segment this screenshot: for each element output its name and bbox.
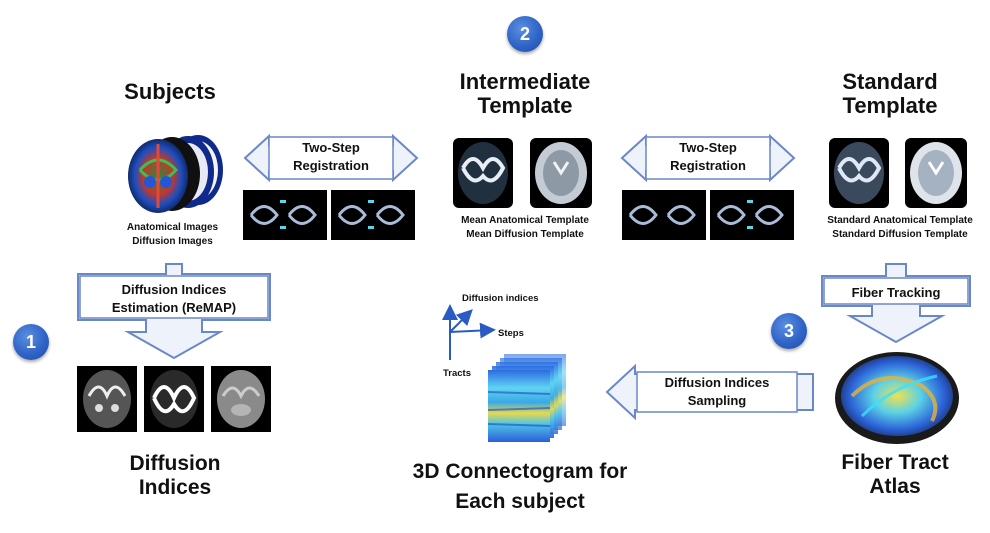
connectogram-axes bbox=[442, 304, 496, 360]
intermediate-caption: Mean Anatomical Template Mean Diffusion … bbox=[440, 214, 610, 242]
output-connectogram: 3D Connectogram for Each subject bbox=[385, 460, 655, 514]
registration-images-right bbox=[622, 190, 794, 240]
sampling-left-arrow bbox=[605, 363, 814, 421]
registration-right-line1: Two-Step bbox=[679, 140, 737, 155]
standard-anatomical-template-image bbox=[829, 138, 889, 208]
output-diffusion-indices-line1: Diffusion bbox=[129, 452, 221, 475]
intermediate-caption-line2: Mean Diffusion Template bbox=[466, 229, 584, 240]
diffusion-index-map-2 bbox=[144, 366, 204, 432]
registration-label-right: Two-Step Registration bbox=[646, 139, 770, 175]
heading-intermediate-template: Intermediate Template bbox=[430, 70, 620, 118]
subjects-caption: Anatomical Images Diffusion Images bbox=[95, 221, 250, 249]
axis-label-diffusion-indices: Diffusion indices bbox=[462, 293, 539, 304]
heading-standard-template: Standard Template bbox=[800, 70, 980, 118]
registration-label-left: Two-Step Registration bbox=[269, 139, 393, 175]
heading-intermediate-line2: Template bbox=[477, 93, 573, 118]
axis-label-steps: Steps bbox=[498, 328, 524, 339]
connectogram-stack bbox=[487, 354, 566, 442]
output-atlas-line2: Atlas bbox=[869, 475, 921, 498]
standard-caption-line2: Standard Diffusion Template bbox=[832, 229, 968, 240]
registration-left-line1: Two-Step bbox=[302, 140, 360, 155]
registration-double-arrow-left bbox=[243, 133, 419, 183]
output-connectogram-line1: 3D Connectogram for bbox=[412, 460, 628, 483]
fiber-tract-atlas-image bbox=[835, 352, 959, 444]
mean-diffusion-template-image bbox=[530, 138, 592, 208]
sampling-label: Diffusion Indices Sampling bbox=[637, 374, 797, 410]
output-diffusion-indices: Diffusion Indices bbox=[90, 452, 260, 500]
registration-left-line2: Registration bbox=[293, 158, 369, 173]
step-badge-1: 1 bbox=[13, 324, 49, 360]
output-fiber-tract-atlas: Fiber Tract Atlas bbox=[815, 451, 975, 499]
diffusion-index-map-1 bbox=[77, 366, 137, 432]
standard-caption: Standard Anatomical Template Standard Di… bbox=[815, 214, 985, 242]
registration-right-line2: Registration bbox=[670, 158, 746, 173]
output-atlas-line1: Fiber Tract bbox=[841, 451, 949, 474]
sampling-line2: Sampling bbox=[687, 393, 747, 408]
estimation-line2: Estimation (ReMAP) bbox=[111, 300, 237, 315]
registration-double-arrow-right bbox=[620, 133, 796, 183]
fiber-tracking-label: Fiber Tracking bbox=[851, 285, 941, 300]
step-badge-3: 3 bbox=[771, 313, 807, 349]
output-connectogram-line2: Each subject bbox=[455, 490, 585, 513]
intermediate-caption-line1: Mean Anatomical Template bbox=[461, 215, 589, 226]
heading-standard-line1: Standard bbox=[842, 69, 938, 94]
standard-caption-line1: Standard Anatomical Template bbox=[827, 215, 973, 226]
heading-subjects: Subjects bbox=[124, 79, 216, 104]
standard-diffusion-template-image bbox=[905, 138, 967, 208]
sampling-line1: Diffusion Indices bbox=[664, 375, 770, 390]
heading-intermediate-line1: Intermediate bbox=[459, 69, 591, 94]
output-diffusion-indices-line2: Indices bbox=[138, 476, 212, 499]
diffusion-index-map-3 bbox=[211, 366, 271, 432]
estimation-label: Diffusion Indices Estimation (ReMAP) bbox=[80, 281, 268, 317]
axis-label-tracts: Tracts bbox=[443, 368, 471, 379]
subjects-caption-line1: Anatomical Images bbox=[126, 222, 219, 233]
heading-standard-line2: Template bbox=[842, 93, 938, 118]
fiber-tracking-down-arrow bbox=[821, 263, 971, 344]
step-badge-2: 2 bbox=[507, 16, 543, 52]
estimation-line1: Diffusion Indices bbox=[121, 282, 227, 297]
registration-images-left bbox=[243, 190, 415, 240]
estimation-down-arrow bbox=[77, 263, 271, 360]
subjects-image-stack bbox=[128, 135, 223, 213]
subjects-caption-line2: Diffusion Images bbox=[132, 236, 213, 247]
mean-anatomical-template-image bbox=[453, 138, 513, 208]
